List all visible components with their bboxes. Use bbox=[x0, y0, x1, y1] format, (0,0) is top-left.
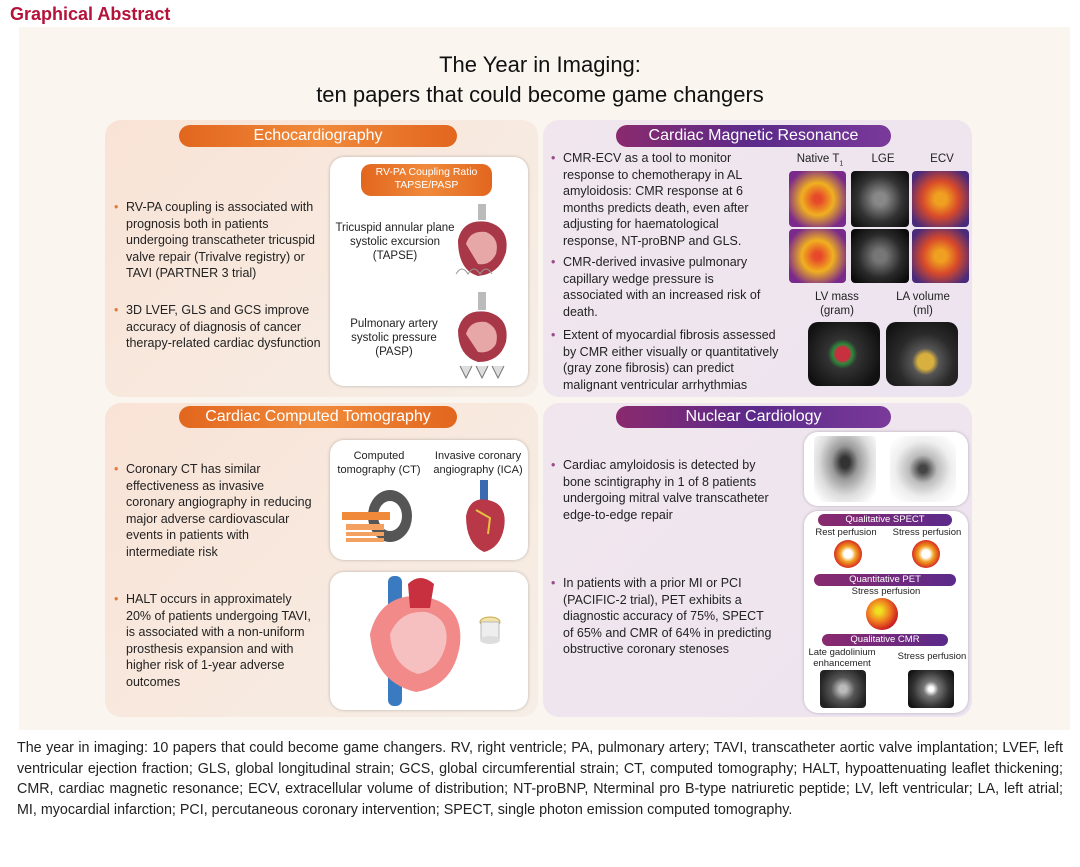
lge-label: LGE bbox=[871, 153, 895, 165]
scintigraphy-image-1 bbox=[814, 436, 876, 502]
nuclear-bullet-1: •Cardiac amyloidosis is detected by bone… bbox=[551, 458, 769, 522]
cmr-stress-perfusion-label: Stress perfusion bbox=[897, 651, 967, 662]
la-volume-label: LA volume (ml) bbox=[896, 291, 950, 317]
late-gadolinium-image bbox=[820, 670, 866, 708]
native-t1-image-2 bbox=[789, 229, 846, 283]
lv-mass-label: LV mass (gram) bbox=[815, 291, 859, 317]
qualitative-cmr-bar: Qualitative CMR bbox=[822, 634, 948, 646]
ct-label: Computed tomography (CT) bbox=[337, 450, 421, 476]
stress-perfusion-image bbox=[912, 540, 940, 568]
ct-bullet-2: •HALT occurs in approximately 20% of pat… bbox=[114, 592, 311, 689]
stress-perfusion-label: Stress perfusion bbox=[892, 527, 962, 538]
lv-mass-image bbox=[808, 322, 880, 386]
title-line-1: The Year in Imaging: bbox=[439, 52, 641, 77]
cmr-stress-perfusion-image bbox=[908, 670, 954, 708]
ecv-image-2 bbox=[912, 229, 969, 283]
pet-stress-perfusion-label: Stress perfusion bbox=[851, 586, 921, 597]
lge-image-2 bbox=[851, 229, 909, 283]
echo-heading: Echocardiography bbox=[179, 125, 457, 147]
cmr-bullet-2: •CMR-derived invasive pulmonary capillar… bbox=[551, 255, 761, 319]
pet-perfusion-image bbox=[866, 598, 898, 630]
ecv-label: ECV bbox=[930, 153, 954, 165]
pasp-label: Pulmonary artery systolic pressure (PASP… bbox=[350, 318, 438, 358]
rest-perfusion-label: Rest perfusion bbox=[815, 527, 877, 538]
echo-heart-icon-1 bbox=[455, 204, 507, 276]
graphical-abstract-label: Graphical Abstract bbox=[10, 4, 171, 24]
halt-heart-icon bbox=[370, 576, 461, 706]
ct-scanner-icon bbox=[342, 490, 412, 542]
figure-caption: The year in imaging: 10 papers that coul… bbox=[17, 740, 1063, 818]
nuclear-heading: Nuclear Cardiology bbox=[616, 406, 891, 428]
cmr-heading: Cardiac Magnetic Resonance bbox=[616, 125, 891, 147]
lge-image-1 bbox=[851, 171, 909, 227]
cmr-bullet-1: •CMR-ECV as a tool to monitor response t… bbox=[551, 151, 749, 248]
native-t1-image-1 bbox=[789, 171, 846, 227]
ica-label: Invasive coronary angiography (ICA) bbox=[433, 450, 523, 476]
title-line-2: ten papers that could become game change… bbox=[316, 82, 764, 107]
tapse-label: Tricuspid annular plane systolic excursi… bbox=[335, 222, 455, 262]
echo-bullet-1: •RV-PA coupling is associated with progn… bbox=[114, 200, 316, 280]
la-volume-image bbox=[886, 322, 958, 386]
cmr-bullet-3: •Extent of myocardial fibrosis assessed … bbox=[551, 328, 779, 392]
qualitative-spect-bar: Qualitative SPECT bbox=[818, 514, 952, 526]
nuclear-bullet-2: •In patients with a prior MI or PCI (PAC… bbox=[551, 576, 772, 656]
quantitative-pet-bar: Quantitative PET bbox=[814, 574, 956, 586]
ica-heart-icon bbox=[466, 480, 505, 552]
echo-bullet-2: •3D LVEF, GLS and GCS improve accuracy o… bbox=[114, 303, 321, 350]
ct-heading: Cardiac Computed Tomography bbox=[179, 406, 457, 428]
native-t1-label: Native T1 bbox=[796, 153, 844, 168]
rest-perfusion-image bbox=[834, 540, 862, 568]
ct-bullet-1: •Coronary CT has similar effectiveness a… bbox=[114, 462, 312, 559]
echo-heart-icon-2 bbox=[458, 292, 507, 380]
prosthesis-valve-icon bbox=[479, 616, 501, 644]
scintigraphy-image-2 bbox=[890, 436, 956, 502]
late-gadolinium-label: Late gadolinium enhancement bbox=[808, 647, 876, 669]
ecv-image-1 bbox=[912, 171, 969, 227]
